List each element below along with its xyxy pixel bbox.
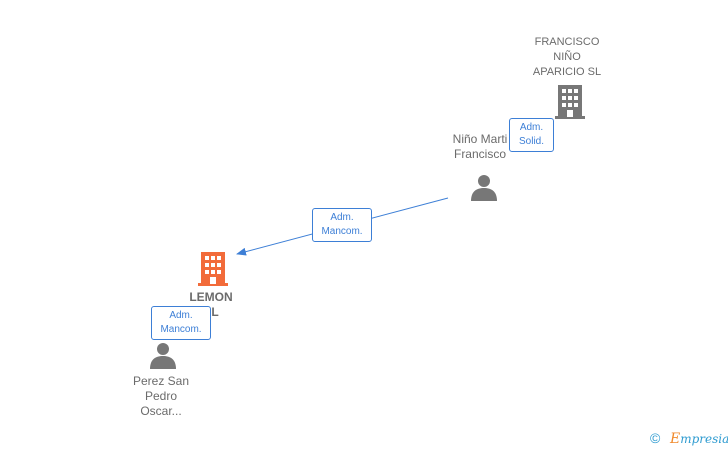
- building-icon-main[interactable]: [198, 250, 228, 286]
- relation-badge-mancom-lower[interactable]: Adm. Mancom.: [151, 306, 211, 340]
- building-icon[interactable]: [555, 83, 585, 119]
- relation-badge-solid[interactable]: Adm. Solid.: [509, 118, 554, 152]
- brand-logo-initial: E: [670, 431, 681, 447]
- person-icon-bottom[interactable]: [149, 341, 177, 369]
- brand-logo-rest: mpresia: [680, 432, 728, 446]
- brand-logo[interactable]: Empresia: [670, 431, 728, 447]
- copyright-icon: ©: [650, 430, 661, 446]
- person-icon[interactable]: [470, 173, 498, 201]
- company-top-label: FRANCISCO NIÑO APARICIO SL: [532, 36, 602, 78]
- person-bottom-label: Perez San Pedro Oscar...: [132, 374, 190, 418]
- person-mid-label: Niño Marti Francisco: [452, 132, 508, 161]
- relation-badge-mancom-upper[interactable]: Adm. Mancom.: [312, 208, 372, 242]
